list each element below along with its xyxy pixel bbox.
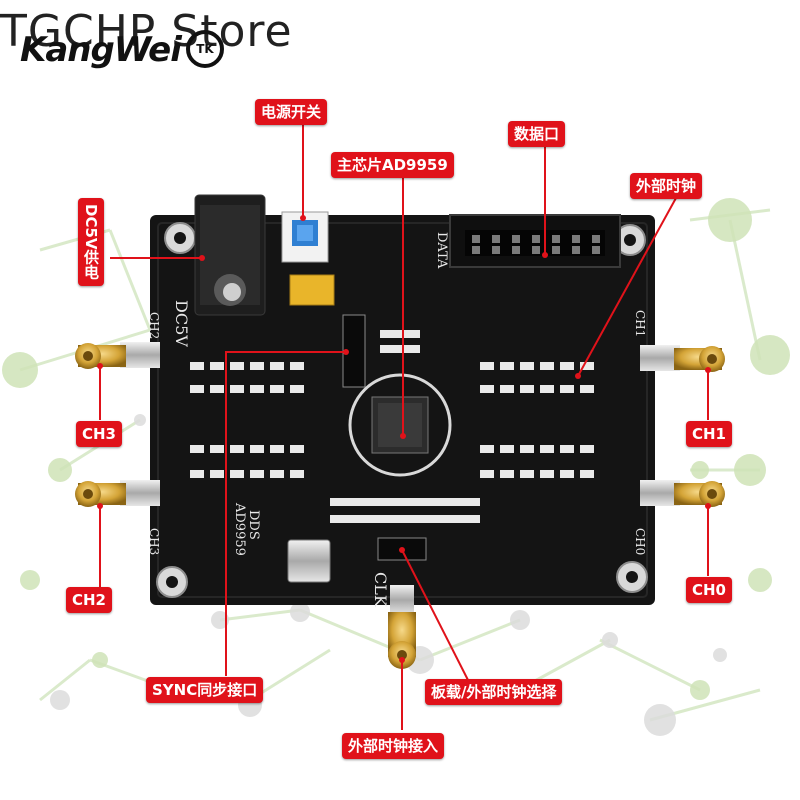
- brand-badge: TK: [186, 30, 224, 68]
- sma-ch2: [75, 480, 160, 507]
- smd-components: [190, 330, 594, 523]
- power-switch: [281, 211, 329, 263]
- brand-logo: KangWei: [20, 30, 182, 70]
- silk-dds: DDS: [246, 510, 261, 540]
- silk-dc5v: DC5V: [172, 300, 191, 347]
- sma-ch0: [640, 480, 725, 507]
- background-nodes: [2, 198, 790, 700]
- crystal-oscillator: [287, 539, 331, 583]
- callout-power-switch: 电源开关: [255, 99, 328, 125]
- callout-ch2: CH2: [66, 587, 112, 613]
- callout-main-chip: 主芯片AD9959: [331, 152, 454, 178]
- callout-ch0: CH0: [686, 577, 732, 603]
- store-title: TGCHP Store: [0, 6, 293, 57]
- callout-data-port: 数据口: [508, 121, 566, 147]
- silk-model: AD9959: [232, 502, 247, 556]
- silk-clk: CLK: [371, 572, 390, 608]
- silk-ch1: CH1: [633, 310, 647, 337]
- silk-ch0: CH0: [633, 528, 647, 555]
- callout-dots: [97, 215, 711, 663]
- tantalum-capacitor: [289, 274, 335, 306]
- sma-ch3: [75, 342, 160, 369]
- sma-ch1: [640, 345, 725, 372]
- callout-clock-select: 板载/外部时钟选择: [425, 679, 563, 705]
- callout-external-clock: 外部时钟: [630, 173, 703, 199]
- chip-ring: [348, 373, 452, 477]
- callout-external-clock-input: 外部时钟接入: [342, 733, 445, 759]
- silk-ch3: CH3: [147, 528, 161, 555]
- silk-data: DATA: [434, 232, 449, 269]
- callout-leaders: [99, 122, 709, 730]
- callout-sync-port: SYNC同步接口: [146, 677, 264, 703]
- callout-ch3: CH3: [76, 421, 122, 447]
- sma-clk: [388, 585, 416, 669]
- silk-ch2: CH2: [147, 312, 161, 339]
- callout-ch1: CH1: [686, 421, 732, 447]
- callout-dc-supply: DC5V供电: [78, 198, 104, 286]
- data-header: [449, 214, 621, 268]
- dc-jack: [194, 194, 266, 316]
- background-nodes-grey: [50, 414, 727, 736]
